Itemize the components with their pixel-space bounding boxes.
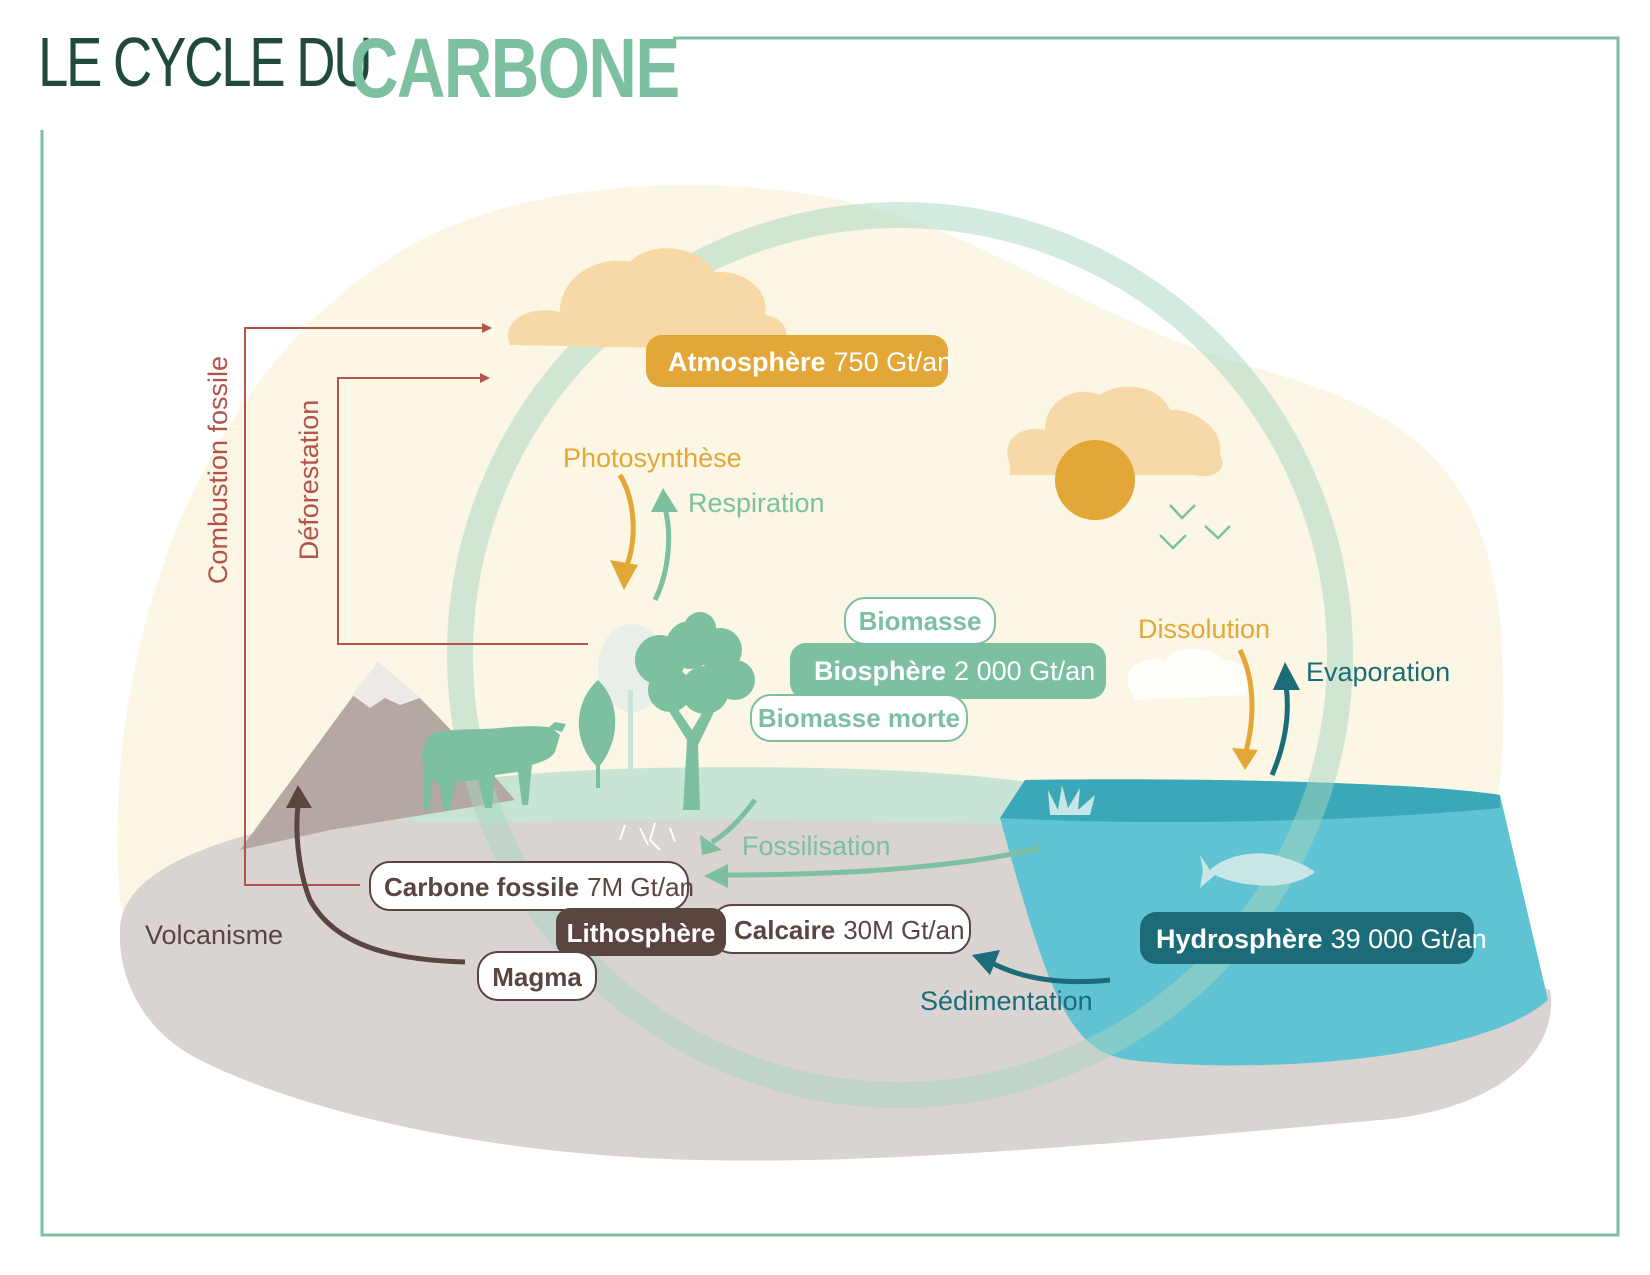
fossilisation-arrow-2 (724, 845, 1041, 878)
sedimentation-arrowhead (972, 950, 1000, 975)
roots (619, 822, 676, 851)
photosynthesis-arrowhead (610, 560, 638, 590)
bird-icon (1159, 534, 1187, 550)
calcaire-name: Calcaire (734, 915, 835, 945)
photosynthesis-label: Photosynthèse (563, 443, 742, 473)
fossilisation-arrow-1 (710, 798, 757, 845)
biosphere-badge: Biosphère 2 000 Gt/an (790, 643, 1106, 699)
big-tree-icon (635, 612, 755, 810)
title-part-1: LE CYCLE DU (38, 23, 373, 101)
calcaire-badge: Calcaire 30M Gt/an (711, 904, 971, 954)
bird-icon (1169, 504, 1196, 520)
volcanism-arrowhead (286, 785, 312, 808)
cow-icon (422, 722, 566, 810)
atmosphere-name: Atmosphère (668, 347, 826, 377)
magma-label: Magma (492, 962, 582, 992)
bird-icon (1204, 525, 1231, 540)
sedimentation-arrow (988, 959, 1111, 985)
cycle-ring (447, 202, 1353, 1108)
fossilisation-arrowhead-2 (704, 864, 728, 888)
dissolution-arrowhead (1232, 748, 1258, 770)
biomasse-morte-badge: Biomasse morte (750, 694, 968, 742)
dissolution-label: Dissolution (1138, 614, 1270, 644)
evaporation-arrowhead (1273, 662, 1300, 690)
reed-icon (1048, 785, 1095, 815)
sun-cloud-icon (1007, 386, 1223, 477)
combustion-label: Combustion fossile (203, 356, 233, 584)
biosphere-name: Biosphère (814, 656, 946, 686)
respiration-arrowhead (651, 488, 678, 512)
carbone-fossile-badge: Carbone fossile 7M Gt/an (369, 861, 694, 911)
tree-trunk (628, 690, 633, 790)
hydrosphere-value: 39 000 Gt/an (1331, 924, 1487, 954)
mountain-snow (352, 662, 420, 708)
title-part-2: CARBONE (350, 21, 680, 115)
hydrosphere-name: Hydrosphère (1156, 924, 1323, 954)
leaf-tree-trunk (596, 740, 600, 788)
fossilisation-arrowhead-1 (700, 835, 722, 855)
fish-icon (1200, 853, 1315, 888)
cloud-icon (508, 248, 787, 350)
atmosphere-badge: Atmosphère 750 Gt/an (646, 335, 952, 387)
biomasse-label: Biomasse (859, 606, 982, 636)
evaporation-arrow (1269, 684, 1290, 776)
deforestation-label: Déforestation (294, 400, 324, 561)
lithosphere-badge: Lithosphère (556, 908, 726, 956)
dissolution-arrow (1237, 648, 1255, 756)
volcanism-label: Volcanisme (145, 920, 283, 950)
mist-cloud-icon (1127, 648, 1249, 700)
atmosphere-value: 750 Gt/an (834, 347, 953, 377)
carbone-fossile-value: 7M Gt/an (587, 872, 694, 902)
water-surface (1000, 779, 1500, 823)
biomasse-morte-label: Biomasse morte (758, 703, 960, 733)
fossilisation-label: Fossilisation (742, 831, 891, 861)
respiration-arrow (652, 504, 672, 602)
sedimentation-label: Sédimentation (920, 986, 1093, 1016)
calcaire-value: 30M Gt/an (843, 915, 964, 945)
carbone-fossile-name: Carbone fossile (384, 872, 579, 902)
volcanism-arrow (294, 804, 466, 965)
biomasse-badge: Biomasse (844, 597, 996, 645)
respiration-label: Respiration (688, 488, 825, 518)
sun-icon (1055, 440, 1135, 520)
photosynthesis-arrow (617, 473, 636, 571)
deforestation-line (337, 373, 588, 645)
magma-badge: Magma (477, 951, 597, 1001)
frame-border (40, 36, 1620, 1237)
lithosphere-label: Lithosphère (567, 918, 716, 948)
hydrosphere-badge: Hydrosphère 39 000 Gt/an (1140, 912, 1487, 964)
biosphere-value: 2 000 Gt/an (954, 656, 1095, 686)
evaporation-label: Evaporation (1306, 657, 1450, 687)
leaf-tree-icon (578, 680, 616, 768)
